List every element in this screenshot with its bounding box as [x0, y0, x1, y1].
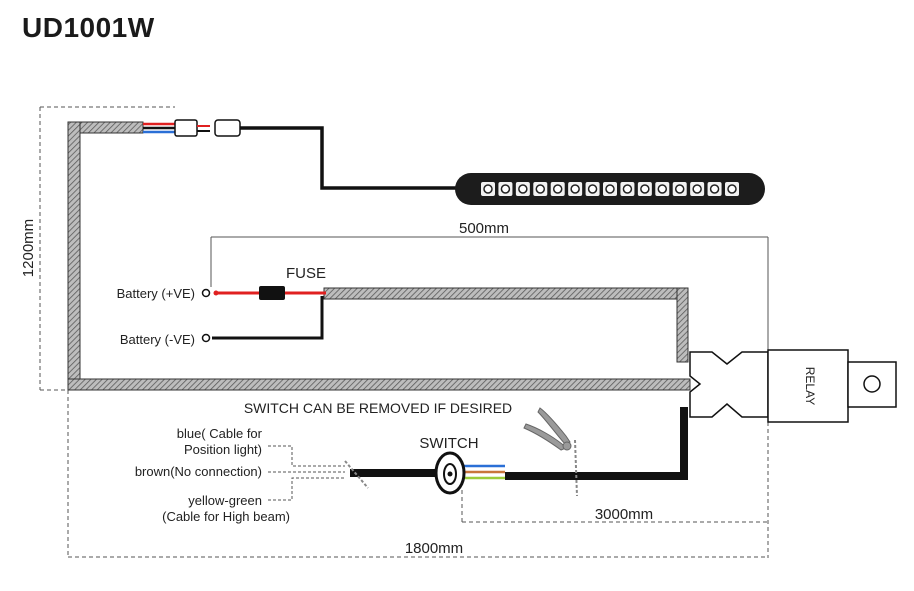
harness-main [67, 121, 691, 391]
dim-label-1800mm: 1800mm [405, 540, 463, 557]
switch-removable-note: SWITCH CAN BE REMOVED IF DESIRED [244, 400, 512, 416]
battery-negative-terminal [201, 333, 211, 343]
switch-harness-wire [505, 407, 688, 480]
led-lens-14 [709, 184, 720, 194]
model-title: UD1001W [22, 12, 155, 43]
dim-label-3000mm: 3000mm [595, 506, 653, 523]
battery-negative-wire [212, 296, 324, 340]
cutter-icon [523, 407, 572, 451]
led-lens-7 [587, 184, 598, 194]
cut-line [574, 439, 578, 497]
dimension-500mm [210, 236, 769, 350]
led-array [481, 182, 739, 196]
yellow-green-label-line1: yellow-green [188, 493, 262, 508]
dimension-1200mm [39, 106, 175, 391]
relay-label: RELAY [803, 367, 817, 405]
led-lens-3 [518, 184, 528, 194]
switch-label: SWITCH [419, 435, 478, 452]
positive-wire-end [213, 290, 219, 296]
blue-cable-label-line2: Position light) [184, 442, 262, 457]
wire-cut-mark [344, 460, 369, 489]
led-lens-6 [570, 184, 580, 194]
led-lens-9 [622, 184, 633, 194]
led-lens-5 [552, 184, 563, 194]
relay-body [767, 349, 849, 423]
battery-negative-label: Battery (-VE) [120, 332, 195, 347]
battery-positive-terminal [201, 288, 211, 298]
fuse-holder [259, 286, 285, 300]
led-lens-12 [674, 184, 685, 194]
cable-leader-lines [268, 445, 345, 501]
blue-cable-label-line1: blue( Cable for [177, 426, 263, 441]
led-lens-2 [500, 184, 511, 194]
led-lens-4 [535, 184, 546, 194]
fuse-label: FUSE [286, 265, 326, 282]
relay-mount-hole [863, 375, 881, 393]
dim-label-500mm: 500mm [459, 220, 509, 237]
relay-connector [689, 351, 769, 418]
battery-positive-label: Battery (+VE) [117, 286, 195, 301]
led-lens-8 [605, 184, 615, 194]
led-lens-13 [692, 184, 702, 194]
connector-male [174, 119, 198, 137]
led-lens-11 [657, 184, 668, 194]
led-lens-1 [483, 184, 493, 194]
brown-cable-label: brown(No connection) [135, 464, 262, 479]
dim-label-1200mm: 1200mm [20, 219, 37, 277]
led-lens-10 [640, 184, 650, 194]
switch-output-wires [460, 464, 505, 480]
switch-center [447, 471, 453, 477]
dimension-1800mm [67, 390, 768, 558]
connector-female [214, 119, 241, 137]
led-lens-15 [727, 184, 737, 194]
harness-fuse-branch [323, 287, 689, 363]
lightbar-wire [240, 126, 458, 190]
yellow-green-label-line2: (Cable for High beam) [162, 509, 290, 524]
connector-pins [197, 125, 210, 132]
dimension-3000mm [461, 422, 769, 558]
connector-wires [143, 122, 176, 134]
